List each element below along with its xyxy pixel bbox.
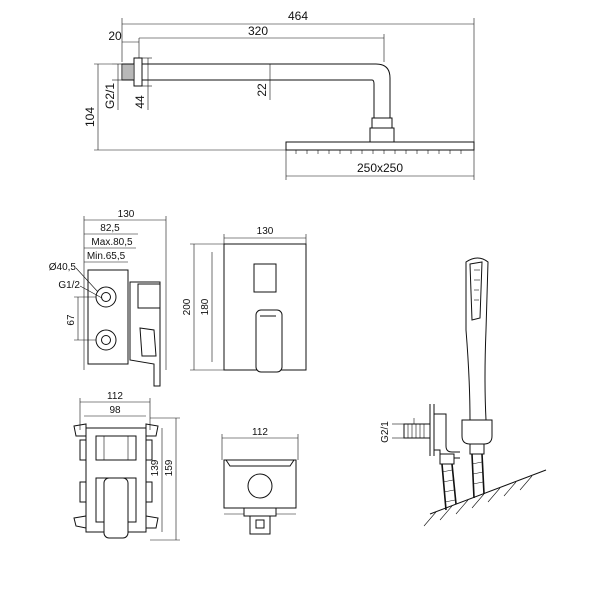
dim-body-height-outer: 159 (164, 459, 175, 476)
dim-front-height-inner: 180 (200, 298, 211, 315)
dim-front-width: 130 (257, 226, 274, 237)
dim-hand-thread: G2/1 (380, 421, 391, 443)
spray-nozzles (474, 269, 480, 301)
shower-arm-view: 464 20 320 (83, 9, 475, 180)
dim-outlet-spacing: 67 (66, 314, 77, 326)
dim-wall-offset: 20 (108, 29, 122, 43)
dim-body-width-outer: 112 (107, 391, 123, 402)
dim-drop: 22 (255, 83, 269, 97)
dim-outlet-thread: G1/2 (58, 280, 80, 291)
dim-head-size: 250x250 (357, 161, 403, 175)
wall-hatching (423, 475, 533, 527)
dim-arm-length: 320 (248, 24, 268, 38)
dim-thread: G2/1 (103, 83, 117, 109)
dim-side-min: Min.65,5 (87, 251, 126, 262)
dim-top-width: 112 (252, 427, 268, 438)
dim-flange: 44 (133, 95, 147, 109)
valve-front-view: 130 200 180 (182, 226, 307, 373)
dim-outlet-dia: Ø40,5 (49, 262, 77, 273)
dim-side-82: 82,5 (100, 223, 120, 234)
hand-shower-view: G2/1 (380, 257, 547, 527)
dim-body-height-inner: 139 (150, 459, 161, 476)
valve-body-top-view: 112 (221, 427, 299, 535)
hose-braid (441, 461, 484, 503)
dim-total-length: 464 (288, 9, 308, 23)
nozzle-row (295, 150, 462, 154)
dim-body-width-inner: 98 (109, 405, 121, 416)
valve-side-view: 130 82,5 Max.80,5 Min.65,5 Ø40,5 G1/2 67 (49, 209, 167, 387)
dim-side-max: Max.80,5 (91, 237, 133, 248)
valve-body-front-view: 112 98 139 159 (73, 391, 180, 541)
dim-height: 104 (83, 107, 97, 127)
dim-side-width: 130 (118, 209, 135, 220)
dim-front-height-outer: 200 (182, 298, 193, 315)
